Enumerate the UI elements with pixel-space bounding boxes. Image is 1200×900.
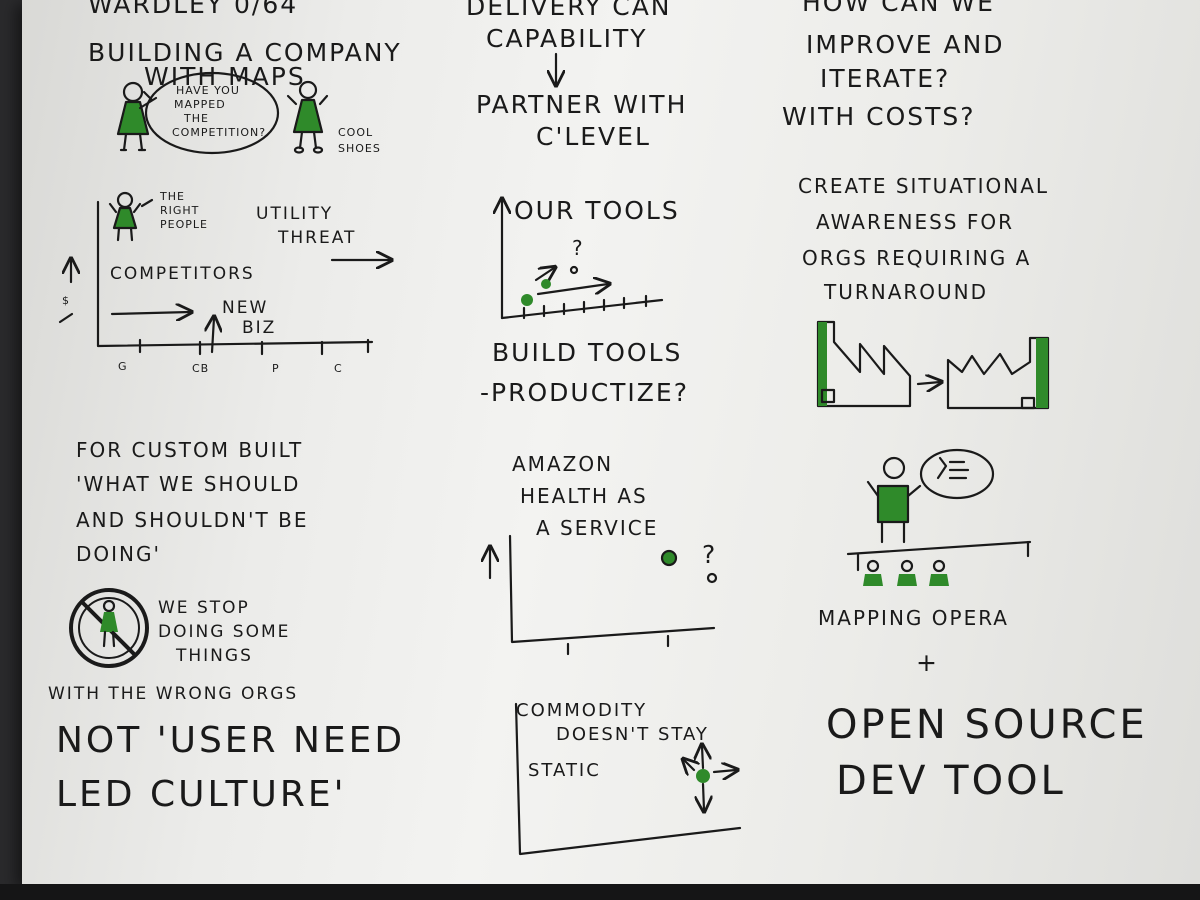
mapping-opera-stage-icon [846, 448, 1032, 586]
not-user-need-line-1: NOT 'USER NEED [56, 720, 406, 761]
listener-figure-icon [286, 80, 329, 154]
partner-line: PARTNER WITH [476, 90, 688, 119]
competitors-label: COMPETITORS [110, 264, 255, 284]
sketch-drawings [58, 52, 1050, 856]
header-title: WARDLEY 0/64 [88, 0, 299, 19]
iterate-line: ITERATE? [820, 64, 951, 93]
our-tools-graph [502, 200, 664, 320]
custom-built-line-3: AND SHOULDN'T BE [76, 508, 309, 532]
commodity-line-2: DOESN'T STAY [556, 724, 709, 745]
commodity-line-3: STATIC [528, 760, 601, 781]
axis-tick-g: G [118, 360, 128, 373]
table-surface [0, 884, 1200, 900]
threat-label: THREAT [278, 228, 357, 248]
axis-tick-p: P [272, 362, 280, 375]
we-stop-line-2: DOING SOME [158, 622, 291, 642]
our-tools-question: ? [572, 236, 585, 260]
how-can-we-line: HOW CAN WE [802, 0, 995, 17]
situational-line-2: AWARENESS FOR [816, 210, 1014, 234]
wrong-orgs: WITH THE WRONG ORGS [48, 684, 299, 704]
improve-line: IMPROVE AND [806, 30, 1005, 59]
building-line-1: BUILDING A COMPANY [88, 38, 402, 67]
axis-tick-c: C [334, 362, 343, 375]
with-costs-line: WITH COSTS? [782, 102, 976, 131]
build-tools-line-2: -PRODUCTIZE? [480, 378, 689, 407]
cool-shoes-line-2: SHOES [338, 142, 381, 155]
speaker-figure-icon [116, 81, 158, 152]
no-entry-sign-icon [69, 588, 149, 668]
delivery-line: DELIVERY CAN [466, 0, 672, 21]
cool-shoes-line-1: COOL [338, 126, 374, 139]
we-stop-line-3: THINGS [176, 646, 253, 666]
right-people-figure-icon [108, 191, 154, 242]
custom-built-line-2: 'WHAT WE SHOULD [76, 472, 301, 496]
audience-figures [863, 559, 949, 586]
custom-built-line-1: FOR CUSTOM BUILT [76, 438, 304, 462]
capability-line: CAPABILITY [486, 24, 648, 53]
building-line-2: WITH MAPS [144, 62, 306, 91]
speech-bubble [144, 71, 280, 155]
our-tools-label: OUR TOOLS [514, 196, 680, 225]
right-people-line-2: RIGHT [160, 204, 200, 217]
amazon-question: ? [702, 540, 718, 569]
we-stop-line-1: WE STOP [158, 598, 250, 618]
wardley-map-1 [58, 200, 390, 356]
commodity-graph [514, 702, 742, 856]
new-biz-line-2: BIZ [242, 318, 277, 338]
speech-line-4: COMPETITION? [172, 126, 267, 139]
amazon-line-1: AMAZON [512, 452, 614, 476]
y-axis-label: $ [62, 294, 70, 307]
c-level-line: C'LEVEL [536, 122, 651, 151]
commodity-line-1: COMMODITY [516, 700, 648, 721]
mapping-opera-label: MAPPING OPERA [818, 606, 1009, 630]
amazon-health-graph [490, 534, 718, 656]
sketchnote-page: WARDLEY 0/64 BUILDING A COMPANY WITH MAP… [22, 0, 1200, 884]
situational-line-4: TURNAROUND [824, 280, 989, 304]
amazon-line-2: HEALTH AS [520, 484, 648, 508]
speech-line-3: THE [184, 112, 209, 125]
right-people-line-1: THE [160, 190, 185, 203]
speech-line-2: MAPPED [174, 98, 226, 111]
not-user-need-line-2: LED CULTURE' [56, 774, 347, 815]
situational-line-1: CREATE SITUATIONAL [798, 174, 1050, 198]
build-tools-line-1: BUILD TOOLS [492, 338, 683, 367]
speech-line-1: HAVE YOU [176, 84, 240, 97]
utility-label: UTILITY [256, 204, 334, 224]
right-people-line-3: PEOPLE [160, 218, 208, 231]
open-source-line-2: DEV TOOL [836, 758, 1066, 804]
new-biz-line-1: NEW [222, 298, 269, 318]
factory-turnaround-icon [816, 320, 1050, 410]
amazon-line-3: A SERVICE [536, 516, 659, 540]
axis-tick-cb: CB [192, 362, 210, 375]
custom-built-line-4: DOING' [76, 542, 161, 566]
situational-line-3: ORGS REQUIRING A [802, 246, 1032, 270]
open-source-line-1: OPEN SOURCE [826, 702, 1148, 748]
plus-sign: + [916, 648, 939, 677]
